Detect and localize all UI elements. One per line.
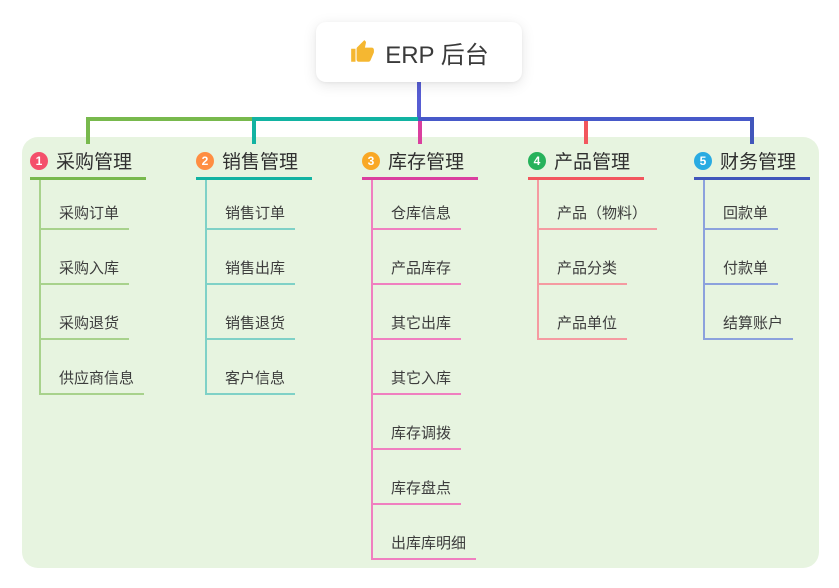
branch-title: 库存管理: [388, 152, 465, 173]
branch-child-node[interactable]: 销售订单: [207, 180, 296, 230]
branch-child-node[interactable]: 回款单: [705, 180, 779, 230]
branch-children: 回款单付款单结算账户: [703, 180, 794, 340]
branch-child-node[interactable]: 销售出库: [207, 230, 296, 285]
branch-child-node[interactable]: 产品单位: [539, 285, 628, 340]
branch-child-node[interactable]: 结算账户: [705, 285, 794, 340]
connector-branch-drop: [750, 117, 754, 144]
thumbs-up-icon: [351, 40, 375, 62]
connector-trunk-mid: [252, 117, 420, 121]
branch-child-node[interactable]: 付款单: [705, 230, 779, 285]
branch-child-node[interactable]: 客户信息: [207, 340, 296, 395]
connector-branch-drop: [252, 117, 256, 144]
branch-child-node[interactable]: 产品分类: [539, 230, 628, 285]
connector-branch-drop: [418, 121, 422, 144]
branch-header[interactable]: 1 采购管理: [30, 150, 146, 180]
branch-child-node[interactable]: 库存调拨: [373, 395, 462, 450]
branch: 2 销售管理 销售订单销售出库销售退货客户信息: [196, 150, 312, 395]
branch-children: 产品（物料）产品分类产品单位: [537, 180, 658, 340]
connector-trunk-right: [418, 117, 754, 121]
branch-header[interactable]: 4 产品管理: [528, 150, 644, 180]
branch: 4 产品管理 产品（物料）产品分类产品单位: [528, 150, 658, 340]
branch: 1 采购管理 采购订单采购入库采购退货供应商信息: [30, 150, 146, 395]
branch-child-node[interactable]: 销售退货: [207, 285, 296, 340]
branch-number-badge: 1: [30, 151, 48, 170]
branch-title: 采购管理: [56, 152, 133, 173]
branch-child-node[interactable]: 库存盘点: [373, 450, 462, 505]
branch-number-badge: 5: [694, 151, 712, 170]
branch-number-badge: 4: [528, 151, 546, 170]
branch: 5 财务管理 回款单付款单结算账户: [694, 150, 810, 340]
connector-trunk-left: [86, 117, 256, 121]
root-label: ERP 后台: [385, 41, 489, 69]
branch-child-node[interactable]: 仓库信息: [373, 180, 462, 230]
connector-branch-drop: [584, 121, 588, 144]
branch-child-node[interactable]: 其它出库: [373, 285, 462, 340]
branch-title: 产品管理: [554, 152, 631, 173]
branch-header[interactable]: 2 销售管理: [196, 150, 312, 180]
root-node[interactable]: ERP 后台: [316, 22, 522, 82]
branch-child-node[interactable]: 其它入库: [373, 340, 462, 395]
branch-header[interactable]: 5 财务管理: [694, 150, 810, 180]
connector-root-stem: [417, 82, 421, 121]
branch: 3 库存管理 仓库信息产品库存其它出库其它入库库存调拨库存盘点出库库明细: [362, 150, 478, 560]
branch-child-node[interactable]: 采购订单: [41, 180, 130, 230]
branch-title: 销售管理: [222, 152, 299, 173]
branch-child-node[interactable]: 采购退货: [41, 285, 130, 340]
branch-child-node[interactable]: 产品库存: [373, 230, 462, 285]
branch-child-node[interactable]: 采购入库: [41, 230, 130, 285]
branch-child-node[interactable]: 出库库明细: [373, 505, 477, 560]
branch-children: 销售订单销售出库销售退货客户信息: [205, 180, 296, 395]
connector-branch-drop: [86, 117, 90, 144]
mindmap-panel: [22, 137, 819, 568]
branch-children: 仓库信息产品库存其它出库其它入库库存调拨库存盘点出库库明细: [371, 180, 477, 560]
branch-number-badge: 3: [362, 151, 380, 170]
branch-children: 采购订单采购入库采购退货供应商信息: [39, 180, 145, 395]
branch-header[interactable]: 3 库存管理: [362, 150, 478, 180]
branch-title: 财务管理: [720, 152, 797, 173]
branch-child-node[interactable]: 供应商信息: [41, 340, 145, 395]
branch-number-badge: 2: [196, 151, 214, 170]
branch-child-node[interactable]: 产品（物料）: [539, 180, 658, 230]
